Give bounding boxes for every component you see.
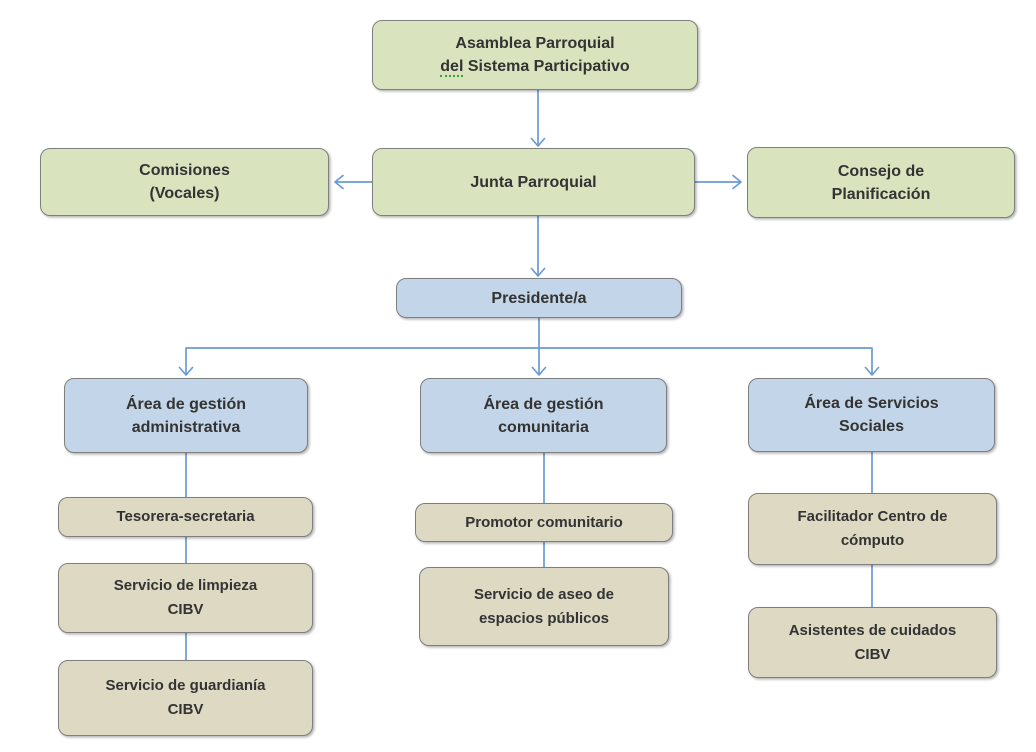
node-label-line: (Vocales) — [149, 185, 220, 202]
node-label-line: del Sistema Participativo — [440, 55, 630, 78]
node-tesorera-secretaria: Tesorera-secretaria — [58, 497, 313, 537]
node-label-line: Junta Parroquial — [470, 173, 597, 191]
node-facilitador-centro-computo: Facilitador Centro de cómputo — [748, 493, 997, 565]
node-junta-parroquial: Junta Parroquial — [372, 148, 695, 216]
node-servicio-limpieza-cibv: Servicio de limpieza CIBV — [58, 563, 313, 633]
node-label-line: Planificación — [831, 185, 931, 203]
node-area-gestion-administrativa: Área de gestión administrativa — [64, 378, 308, 453]
node-label-line: Área de gestión — [125, 395, 247, 413]
node-label-line: CIBV — [167, 701, 204, 718]
node-label-line: comunitaria — [498, 418, 589, 436]
node-label-line: cómputo — [840, 532, 905, 549]
edge-asamblea-junta — [530, 89, 546, 147]
node-label-line: CIBV — [854, 645, 891, 663]
node-asistentes-cuidados-cibv: Asistentes de cuidados CIBV — [748, 607, 997, 678]
node-label-line: Asamblea Parroquial — [455, 35, 615, 52]
node-comisiones-vocales: Comisiones (Vocales) — [40, 148, 329, 216]
node-presidente: Presidente/a — [396, 278, 682, 318]
node-label-line: Área de gestión — [483, 395, 604, 413]
edge-junta-presidente — [530, 215, 546, 277]
node-consejo-planificacion: Consejo de Planificación — [747, 147, 1015, 218]
node-label-line: Servicio de limpieza — [113, 577, 258, 594]
node-label-line: Facilitador Centro de — [797, 508, 948, 525]
node-servicio-guardiania-cibv: Servicio de guardianía CIBV — [58, 660, 313, 736]
edge-presidente-areas — [178, 317, 880, 376]
node-label-line: Comisiones — [139, 162, 230, 179]
node-asamblea-parroquial: Asamblea Parroquial del Sistema Particip… — [372, 20, 698, 90]
node-label-line: espacios públicos — [478, 609, 610, 627]
node-label-line: Asistentes de cuidados — [788, 621, 957, 639]
node-label-line: Consejo de — [837, 162, 925, 180]
node-label-line: Servicio de guardianía — [105, 677, 266, 694]
edge-junta-consejo — [694, 174, 742, 190]
node-servicio-aseo-espacios-publicos: Servicio de aseo de espacios públicos — [419, 567, 669, 646]
node-label-line: Área de Servicios — [804, 395, 939, 412]
spellcheck-underline: del — [440, 58, 464, 77]
node-label-line: Tesorera-secretaria — [116, 508, 255, 525]
node-area-gestion-comunitaria: Área de gestión comunitaria — [420, 378, 667, 453]
node-label-segment: Sistema Participativo — [463, 58, 630, 75]
edge-junta-comisiones — [334, 174, 373, 190]
node-promotor-comunitario: Promotor comunitario — [415, 503, 673, 542]
node-label-line: Presidente/a — [491, 289, 587, 307]
node-label-line: Sociales — [839, 418, 904, 435]
node-label-line: Servicio de aseo de — [473, 585, 615, 603]
node-label-line: administrativa — [131, 418, 241, 436]
node-label-line: CIBV — [167, 601, 204, 618]
node-area-servicios-sociales: Área de Servicios Sociales — [748, 378, 995, 452]
node-label-line: Promotor comunitario — [465, 513, 623, 531]
